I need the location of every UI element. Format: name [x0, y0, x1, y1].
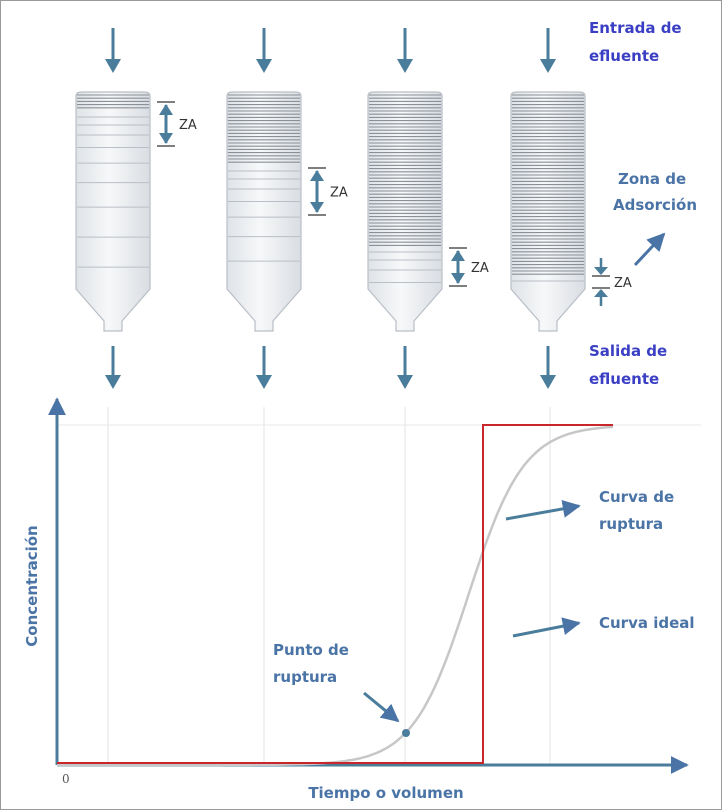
inlet-arrow-2	[256, 28, 272, 73]
adsorption-column-3: ZA	[367, 91, 489, 332]
outlet-arrow-2	[256, 346, 272, 389]
ideal-curve-label: Curva ideal	[599, 614, 695, 632]
za-label: ZA	[471, 261, 489, 276]
breakpoint-marker	[402, 729, 410, 737]
chart-gridlines	[57, 407, 701, 765]
flow-arrow-head	[256, 375, 272, 389]
adsorption-zone-pointer-arrow	[633, 232, 666, 267]
breakthrough-curve-label-line1: Curva de	[599, 488, 674, 506]
za-bracket-1: ZA	[157, 101, 197, 147]
za-bracket-2: ZA	[308, 167, 348, 216]
flow-arrow-head	[540, 59, 556, 73]
za-arrow-in-bottom	[594, 289, 608, 297]
adsorption-column-2: ZA	[226, 91, 348, 332]
za-bracket-4: ZA	[592, 258, 632, 306]
inlet-flow-arrows	[105, 28, 556, 73]
adsorption-columns: ZA ZA ZA ZA	[75, 91, 632, 332]
za-arrow-down	[451, 273, 465, 284]
flow-arrow-head	[540, 375, 556, 389]
outlet-arrow-3	[397, 346, 413, 389]
x-axis-label: Tiempo o volumen	[308, 784, 463, 802]
inlet-label-line1: Entrada de	[589, 19, 682, 37]
flow-arrow-head	[397, 59, 413, 73]
ideal-curve	[57, 424, 613, 764]
za-label: ZA	[330, 186, 348, 201]
outlet-label-line1: Salida de	[589, 342, 667, 360]
inlet-arrow-1	[105, 28, 121, 73]
flow-arrow-head	[105, 59, 121, 73]
breakthrough-curve	[57, 425, 614, 767]
column-saturated-section	[228, 94, 300, 163]
za-arrow-up	[451, 250, 465, 261]
flow-arrow-head	[105, 375, 121, 389]
column-saturated-section	[77, 94, 149, 109]
adsorption-zone-label-line2: Adsorción	[613, 196, 697, 214]
column-unsaturated-section	[228, 170, 300, 262]
breakthrough-curve-label-line2: ruptura	[599, 515, 663, 533]
breakpoint-label-line2: ruptura	[273, 668, 337, 686]
za-bracket-3: ZA	[449, 247, 489, 287]
za-label: ZA	[179, 118, 197, 133]
column-body	[226, 91, 302, 332]
breakpoint-label-line1: Punto de	[273, 641, 349, 659]
za-arrow-down	[159, 133, 173, 144]
y-axis-label: Concentración	[23, 525, 41, 646]
column-body	[367, 91, 443, 332]
flow-arrow-head	[256, 59, 272, 73]
flow-arrow-head	[397, 375, 413, 389]
ideal-curve-pointer	[512, 617, 581, 638]
breakpoint-pointer	[363, 691, 400, 723]
za-arrow-up	[310, 170, 324, 181]
inlet-label-line2: efluente	[589, 47, 659, 65]
adsorption-zone-label-line1: Zona de	[618, 170, 686, 188]
adsorption-column-1: ZA	[75, 91, 197, 332]
column-saturated-section	[512, 94, 584, 275]
column-body	[510, 91, 586, 332]
outlet-flow-arrows	[105, 346, 556, 389]
column-unsaturated-section	[369, 251, 441, 283]
za-label: ZA	[614, 276, 632, 291]
za-arrow-up	[159, 104, 173, 115]
breakthrough-chart: Concentración Tiempo o volumen 0 Curva d…	[23, 397, 701, 802]
outlet-arrow-1	[105, 346, 121, 389]
column-body	[75, 91, 151, 332]
column-saturated-section	[369, 94, 441, 246]
breakthrough-curve-pointer	[505, 499, 581, 521]
origin-label: 0	[62, 772, 70, 786]
inlet-arrow-4	[540, 28, 556, 73]
za-arrow-down	[310, 202, 324, 213]
inlet-arrow-3	[397, 28, 413, 73]
adsorption-column-4: ZA	[510, 91, 632, 332]
column-unsaturated-section	[77, 116, 149, 268]
outlet-label-line2: efluente	[589, 370, 659, 388]
za-arrow-in-top	[594, 267, 608, 275]
outlet-arrow-4	[540, 346, 556, 389]
